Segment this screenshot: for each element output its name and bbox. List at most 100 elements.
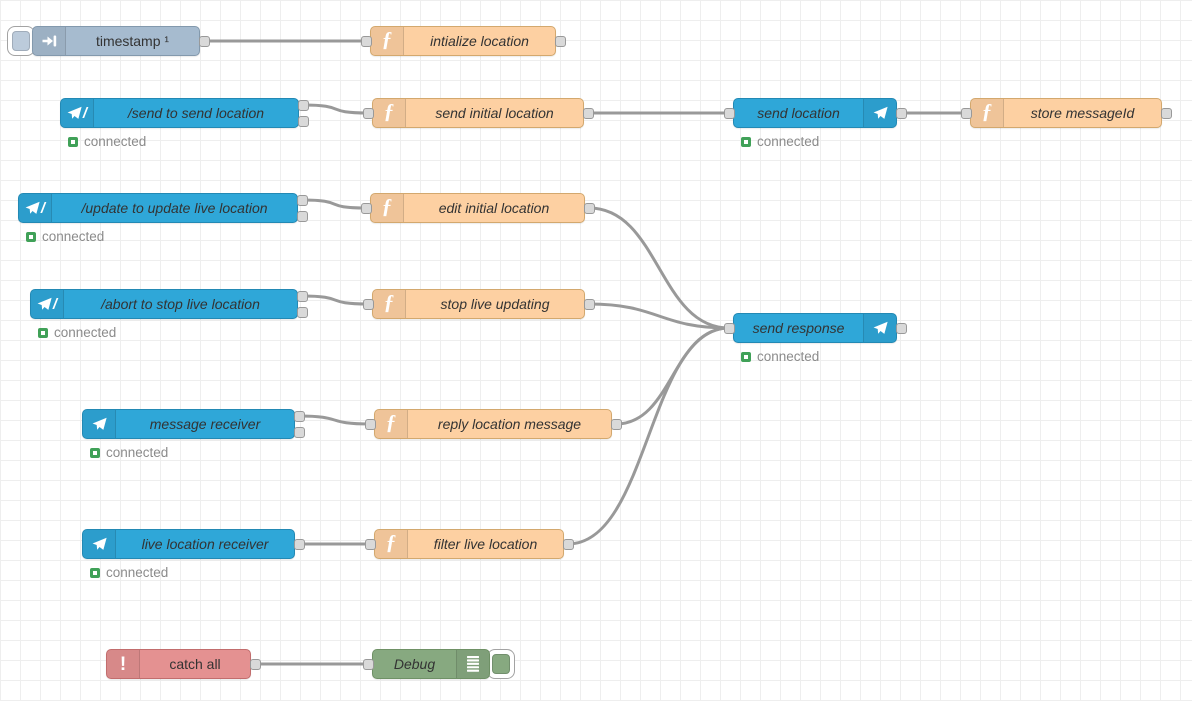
node-label: /update to update live location [81,200,268,216]
input-port[interactable] [723,107,735,119]
node-status: connected [90,565,168,580]
status-ring-icon [68,136,78,147]
wire[interactable] [301,103,370,115]
output-port[interactable] [610,418,622,430]
node-abort-command[interactable]: //abort to stop live location [30,289,298,319]
status-text: connected [42,229,105,244]
node-edit-initial-location[interactable]: ƒ edit initial location [370,193,585,223]
status-ring-icon [741,351,751,362]
status-text: connected [757,349,820,364]
output-port[interactable] [198,35,210,47]
node-send-response[interactable]: send response [733,313,897,343]
output-port[interactable] [895,322,907,334]
output-port[interactable] [296,290,308,302]
function-icon: ƒ [373,290,406,318]
node-update-command[interactable]: / /update to update live location [18,193,298,223]
node-send-initial-location[interactable]: ƒ send initial location [372,98,584,128]
node-stop-live-updating[interactable]: ƒ stop live updating [372,289,585,319]
wire[interactable] [587,302,731,330]
node-debug[interactable]: Debug [372,649,490,679]
telegram-plane-icon [863,314,896,342]
debug-list-icon [456,650,489,678]
output-port[interactable] [296,306,308,318]
status-ring-icon [90,447,100,458]
output-port[interactable] [293,538,305,550]
output-port[interactable] [293,410,305,422]
input-port[interactable] [364,418,376,430]
node-label: stop live updating [440,296,550,312]
node-catch-all[interactable]: !catch all [106,649,251,679]
node-send-command[interactable]: //send to send location [60,98,299,128]
node-label: message receiver [149,416,261,432]
telegram-command-icon: / [19,194,52,222]
telegram-plane-icon [863,99,896,127]
node-status: connected [741,134,819,149]
inject-arrow-icon [33,27,66,55]
node-message-receiver[interactable]: message receiver [82,409,295,439]
input-port[interactable] [360,202,372,214]
wire[interactable] [300,294,370,306]
output-port[interactable] [293,426,305,438]
function-icon: ƒ [371,27,404,55]
output-port[interactable] [582,107,594,119]
input-port[interactable] [723,322,735,334]
input-port[interactable] [960,107,972,119]
function-icon: ƒ [375,530,408,558]
output-port[interactable] [562,538,574,550]
button-face [12,31,30,51]
output-port[interactable] [583,202,595,214]
node-send-location[interactable]: send location [733,98,897,128]
wire[interactable] [587,206,731,330]
input-port[interactable] [360,35,372,47]
telegram-command-icon: / [31,290,64,318]
node-label: timestamp ¹ [95,33,170,49]
output-port[interactable] [249,658,261,670]
output-port[interactable] [296,194,308,206]
output-port[interactable] [895,107,907,119]
node-label: /send to send location [127,105,265,121]
telegram-plane-icon [83,410,116,438]
status-text: connected [106,445,169,460]
input-port[interactable] [362,298,374,310]
output-port[interactable] [297,115,309,127]
wire[interactable] [297,414,372,426]
node-label: store messageId [1030,105,1135,121]
function-icon: ƒ [373,99,406,127]
function-icon: ƒ [971,99,1004,127]
node-label: catch all [169,656,221,672]
output-port[interactable] [296,210,308,222]
node-store-messageid[interactable]: ƒ store messageId [970,98,1162,128]
button-face [492,654,510,674]
inject-trigger-button[interactable] [7,26,35,56]
input-port[interactable] [362,107,374,119]
wire[interactable] [566,326,731,546]
node-status: connected [68,134,146,149]
node-timestamp[interactable]: timestamp ¹ [32,26,200,56]
node-live-location-receiver[interactable]: live location receiver [82,529,295,559]
status-ring-icon [38,327,48,338]
function-icon: ƒ [375,410,408,438]
input-port[interactable] [364,538,376,550]
output-port[interactable] [554,35,566,47]
status-text: connected [757,134,820,149]
output-port[interactable] [1160,107,1172,119]
node-label: live location receiver [141,536,269,552]
node-label: edit initial location [438,200,550,216]
output-port[interactable] [583,298,595,310]
node-status: connected [26,229,104,244]
node-label: send initial location [435,105,554,121]
wire[interactable] [300,198,368,210]
debug-toggle-button[interactable] [487,649,515,679]
function-icon: ƒ [371,194,404,222]
node-label: send response [752,320,845,336]
node-status: connected [38,325,116,340]
status-ring-icon [90,567,100,578]
input-port[interactable] [362,658,374,670]
status-text: connected [54,325,117,340]
output-port[interactable] [297,99,309,111]
